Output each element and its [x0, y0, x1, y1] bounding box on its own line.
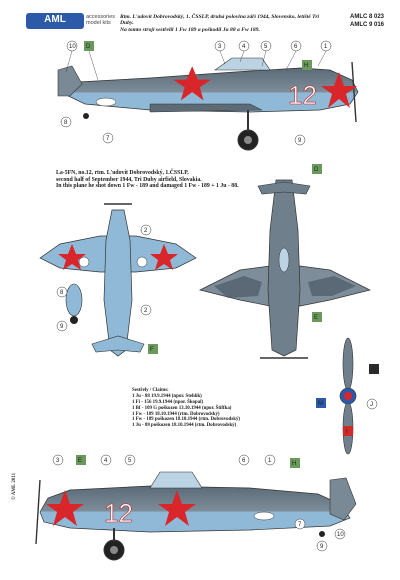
callout-5: 5	[264, 44, 268, 50]
callout-1: 1	[324, 44, 328, 50]
underside-fuselage	[103, 209, 133, 357]
callout-10-bottom: 10	[337, 532, 344, 538]
brand-tagline-1: accessories	[86, 14, 116, 20]
tail-fin	[57, 65, 83, 97]
pilot-header: Rtm. L'udovít Dobrovodský, 1. ČSSLP, dru…	[120, 14, 325, 33]
red-star-nose	[46, 490, 84, 526]
callout-2-mid: 2	[144, 228, 148, 234]
callout-E-mid: E	[314, 315, 318, 321]
pilot-header-line2: Na tomto stroji sestřelil 1 Fw 189 a poš…	[120, 26, 260, 33]
callout-D: D	[86, 44, 91, 50]
callout-4: 4	[242, 44, 246, 50]
callout-J: J	[370, 402, 373, 408]
top-tailplane	[257, 181, 311, 195]
underside-tailplane	[91, 335, 145, 353]
callout-H-bottom: H	[292, 461, 296, 467]
callout-3: 3	[218, 44, 222, 50]
callout-3-bottom: 3	[56, 458, 60, 464]
victory-item: 1 Fi - 156 19.9.1944 (npor. Škopal)	[132, 399, 204, 405]
callout-8-mid: 8	[60, 290, 64, 296]
callout-6-bottom: 6	[242, 458, 246, 464]
kit-code-1: AMLC 8 023	[349, 14, 384, 20]
propeller-side	[351, 61, 357, 123]
victories-title: Sestřely / Claims:	[132, 388, 169, 393]
tail-fin-right	[329, 477, 357, 521]
callout-9-mid: 9	[60, 324, 64, 330]
caption-line1: La-5FN, no.12, rtm. L'udovít Dobrovodský…	[56, 170, 189, 176]
callout-B: B	[371, 367, 375, 373]
callout-7-top: 7	[106, 136, 110, 142]
kit-code-2: AMLC 9 016	[349, 22, 384, 28]
top-view	[198, 179, 372, 359]
victories-list: Sestřely / Claims: 1 Ju - 88 19.9.1944 (…	[132, 388, 307, 429]
victory-item: 1 Fw - 189 poškozen 18.10.1944 (rtm. Dob…	[132, 417, 241, 423]
brand-tagline-2: model kits	[86, 20, 111, 27]
underside-star-right	[150, 244, 178, 270]
caption-line2: second half of September 1944, Tri Duby …	[56, 176, 202, 183]
pilot-header-line1: Rtm. L'udovít Dobrovodský, 1. ČSSLP, dru…	[120, 14, 320, 27]
side-view-left: 12	[57, 57, 359, 151]
victory-item: 1 Bf - 109 G poškozen 13.10.1944 (npor. …	[132, 405, 232, 411]
callout-F: F	[150, 347, 154, 353]
callout-E-bottom: E	[78, 458, 82, 464]
callout-7-bottom: 7	[298, 522, 302, 528]
callout-I: I	[346, 429, 348, 435]
brand-logo-text: AML	[44, 14, 66, 25]
callout-M: M	[318, 401, 323, 407]
red-star-fuselage	[173, 66, 212, 101]
red-star-fuselage-right	[158, 490, 196, 526]
callout-1-bottom: 1	[268, 458, 272, 464]
victory-item: 1 Ju - 88 poškozen 18.10.1944 (rtm. Dobr…	[132, 423, 237, 429]
callout-5-bottom: 5	[128, 458, 132, 464]
victory-item: 1 Fw - 189 18.10.1944 (rtm. Dobrovodský)	[132, 411, 220, 417]
callouts-mid: D E 2 8 9 F 2	[56, 164, 322, 354]
propeller-side-right	[35, 479, 41, 545]
victory-item: 1 Ju - 88 19.9.1944 (npor. Stehlík)	[132, 393, 202, 399]
canopy-right	[149, 471, 203, 489]
copyright: © AML 2011	[12, 472, 17, 500]
underside-view	[39, 203, 197, 357]
callout-D-mid: D	[314, 167, 319, 173]
callout-9-top: 9	[298, 138, 302, 144]
brand-logo: AML	[26, 13, 84, 29]
side-view-front-detail	[65, 283, 83, 324]
callouts-top: 10 D 3 4 5 6 1 H 8 7 9	[60, 40, 332, 146]
fuselage-number-bottom: 12	[104, 498, 133, 528]
callout-4-bottom: 4	[104, 458, 108, 464]
callout-8-top: 8	[64, 120, 68, 126]
callout-10: 10	[69, 44, 76, 50]
callouts-bottom: 3 E 4 5 H 6 1 7 9 10	[52, 454, 346, 552]
canopy	[214, 57, 271, 71]
callout-H: H	[304, 63, 308, 69]
callout-9-bottom: 9	[320, 544, 324, 550]
callout-2b-mid: 2	[144, 308, 148, 314]
propeller-detail: B M J I	[316, 337, 379, 455]
red-star-side	[321, 72, 357, 108]
side-view-right: 12	[35, 471, 357, 561]
fuselage-number-top: 12	[288, 80, 317, 110]
callout-6: 6	[294, 44, 298, 50]
brand-tagline: accessories model kits	[86, 14, 115, 26]
aircraft-caption: La-5FN, no.12, rtm. L'udovít Dobrovodský…	[56, 170, 286, 190]
caption-line3: In this plane he shot down 1 Fw - 189 an…	[56, 183, 239, 190]
